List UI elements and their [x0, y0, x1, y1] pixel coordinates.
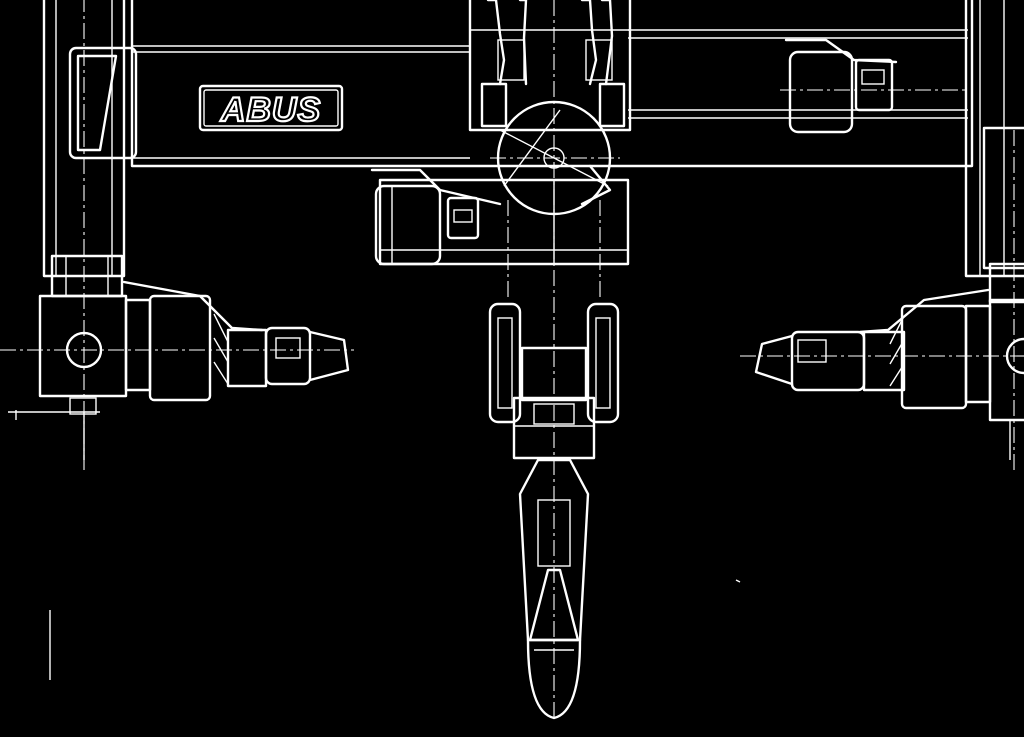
left-travel-drive: [0, 254, 354, 460]
hoist-motor: [780, 38, 968, 134]
main-girder: [130, 0, 974, 168]
right-end-carriage: [964, 0, 1024, 470]
right-travel-drive: [740, 262, 1024, 422]
bottom-block: [488, 302, 620, 460]
left-end-carriage: [42, 0, 138, 470]
logo-text: ABUS: [220, 91, 321, 129]
load-hook: [518, 458, 590, 720]
trolley-motor: [370, 168, 502, 266]
hoist-trolley: [468, 0, 632, 132]
abus-logo: ABUS: [198, 84, 344, 132]
hoist-ropes: [507, 0, 601, 720]
trolley-lower-frame: [378, 178, 630, 266]
dimension-marks: [15, 410, 1011, 680]
